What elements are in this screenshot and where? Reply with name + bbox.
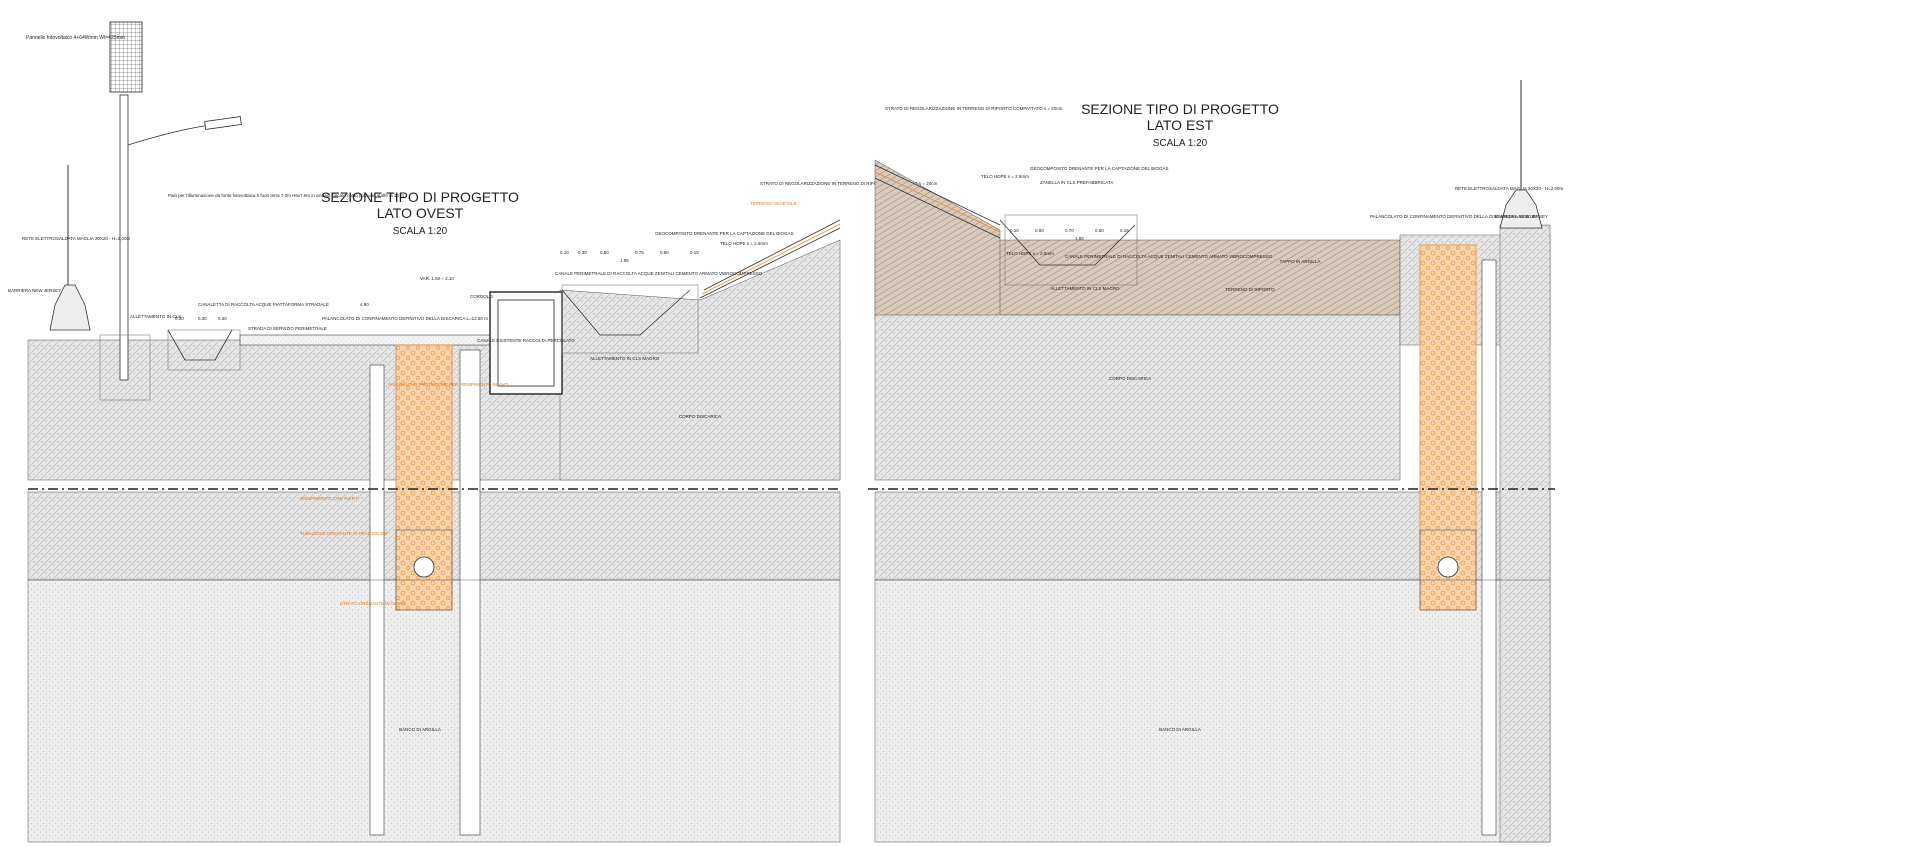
west-dim-6: 0.60 — [600, 250, 609, 255]
east-barrier-label: BARRIERA NEW JERSEY — [1495, 214, 1548, 219]
west-var-label: VAR. 1.60 ÷ 2.10 — [420, 276, 454, 281]
west-regularization-label: STRATO DI REGOLARIZZAZIONE IN TERRENO DI… — [760, 181, 938, 186]
west-orange-label-3: TUBAZIONE DRENANTE IN PEAD DN 200 — [300, 531, 388, 536]
west-small-channel-label: CANALETTA DI RACCOLTA ACQUE PIATTAFORMA … — [198, 302, 329, 307]
west-lamp-arm — [127, 124, 211, 146]
west-panel-label: Pannello fotovoltaico 4+64Wmm Wt=425mm — [26, 35, 125, 41]
west-dim-1: 0.30 — [175, 316, 184, 321]
east-geocomposite-label: GEOCOMPOSITO DRENANTE PER LA CAPTAZIONE … — [1030, 166, 1168, 171]
west-width-label: 4.90 — [360, 302, 369, 307]
west-bed-label: ALLETTAMENTO IN CLS — [130, 314, 181, 319]
east-hdpe-label: TELO HDPE s = 2.5mm — [981, 174, 1029, 179]
west-pole-label: Palo per l'illuminazione da fonte fotovo… — [168, 193, 404, 198]
west-bed-lean-label: ALLETTAMENTO IN CLS MAGRO — [590, 356, 660, 361]
east-slope-soil — [874, 159, 1001, 321]
east-sheet-pile — [1481, 259, 1497, 836]
west-dim-2: 0.30 — [198, 316, 207, 321]
east-perimeter-channel — [999, 219, 1136, 266]
east-bed-label: ALLETTAMENTO IN CLS MAGRO — [1050, 286, 1120, 291]
west-body-label: CORPO DISCARICA — [679, 414, 721, 419]
west-solar-panel — [109, 21, 143, 93]
west-perimeter-channel-label: CANALE PERIMETRALE DI RACCOLTA ACQUE ZEN… — [555, 271, 763, 276]
west-geocomposite-label: GEOCOMPOSITO DRENANTE PER LA CAPTAZIONE … — [655, 231, 793, 236]
east-scale: SCALA 1:20 — [1153, 138, 1208, 149]
west-dim-10: 1.95 — [620, 258, 629, 263]
west-net-label: RETE ELETTROSALDATA MAGLIA 20X20 - H=2,0… — [22, 236, 130, 241]
west-lamp-head — [204, 116, 242, 130]
west-lamp-pole — [119, 94, 129, 381]
east-dim-2: 0.60 — [1035, 228, 1044, 233]
west-section: SEZIONE TIPO DI PROGETTO LATO OVEST SCAL… — [8, 21, 938, 843]
west-dim-4: 0.10 — [560, 250, 569, 255]
west-barrier — [49, 284, 91, 331]
west-curb-label: CORDOLO — [470, 294, 493, 299]
west-dim-9: 0.15 — [690, 250, 699, 255]
west-title: SEZIONE TIPO DI PROGETTO — [321, 189, 519, 205]
east-perimeter-channel-label: CANALE PERIMETRALE DI RACCOLTA ACQUE ZEN… — [1065, 254, 1273, 259]
west-dim-8: 0.60 — [660, 250, 669, 255]
west-orange-label-1: PANNELLO DI PROTEZIONE PER RIEMPIMENTO S… — [388, 382, 509, 387]
west-orange-label-2: RIEMPIMENTO CON INERTI — [300, 496, 359, 501]
east-landfill-body — [874, 314, 1401, 481]
west-hdpe-label: TELO HDPE s = 2.5mm — [720, 241, 768, 246]
west-embankment — [559, 239, 841, 481]
east-clay-label: BANCO DI ARGILLA — [1159, 727, 1201, 732]
west-barrier-label: BARRIERA NEW JERSEY — [8, 288, 61, 293]
east-section: SEZIONE TIPO DI PROGETTO LATO EST SCALA … — [868, 80, 1563, 843]
west-dim-7: 0.75 — [635, 250, 644, 255]
east-barrier — [1499, 189, 1543, 229]
east-hdpe2-label: TELO HDPE s = 2.5mm — [1006, 251, 1054, 256]
east-net-label: RETE ELETTROSALDATA MAGLIA 20X20 - H=2,0… — [1455, 186, 1563, 191]
east-body-label: CORPO DISCARICA — [1109, 376, 1151, 381]
east-fill-soil-label: TERRENO DI RIPORTO — [1225, 287, 1275, 292]
east-prefab-label: ZANELLA IN CLS PREFABBRICATA — [1040, 180, 1113, 185]
east-dim-3: 0.70 — [1065, 228, 1074, 233]
east-regularization-label: STRATO DI REGOLARIZZAZIONE IN TERRENO DI… — [885, 106, 1063, 111]
east-clay-bank — [874, 579, 1551, 843]
west-road-label: STRADA DI SERVIZIO PERIMETRALE — [248, 326, 327, 331]
west-small-channel — [167, 329, 233, 361]
east-dim-5: 0.15 — [1120, 228, 1129, 233]
west-existing-channel-label: CANALE ESISTENTE RACCOLTA PERCOLATO — [477, 338, 575, 343]
east-dim-1: 0.10 — [1010, 228, 1019, 233]
west-dim-5: 0.30 — [578, 250, 587, 255]
west-subtitle: LATO OVEST — [377, 205, 464, 221]
west-clay-label: BANCO DI ARGILLA — [399, 727, 441, 732]
east-clay-cap-label: TAPPO IN ARGILLA — [1280, 259, 1321, 264]
east-sheet-pile-label: PALANCOLATO DI CONFINAMENTO DEFINITIVO D… — [1370, 214, 1536, 219]
east-drain-pipe — [1437, 556, 1459, 578]
west-sheet-pile-label: PALANCOLATO DI CONFINAMENTO DEFINITIVO D… — [322, 316, 488, 321]
west-sheet-pile — [369, 364, 385, 836]
west-drain-pipe — [413, 556, 435, 578]
east-dim-6: 1.85 — [1075, 236, 1084, 241]
west-veg-soil-label: TERRENO VEGETALE — [750, 201, 797, 206]
west-clay-bank — [27, 579, 841, 843]
east-title: SEZIONE TIPO DI PROGETTO — [1081, 101, 1279, 117]
west-perimeter-channel — [561, 289, 691, 336]
west-road — [239, 334, 491, 346]
west-orange-label-4: STRATO DRENANTE IN GHIAIA — [340, 601, 406, 606]
east-dim-4: 0.60 — [1095, 228, 1104, 233]
west-scale: SCALA 1:20 — [393, 226, 448, 237]
west-dim-3: 0.30 — [218, 316, 227, 321]
east-subtitle: LATO EST — [1147, 117, 1214, 133]
east-drain-column — [1419, 244, 1477, 611]
